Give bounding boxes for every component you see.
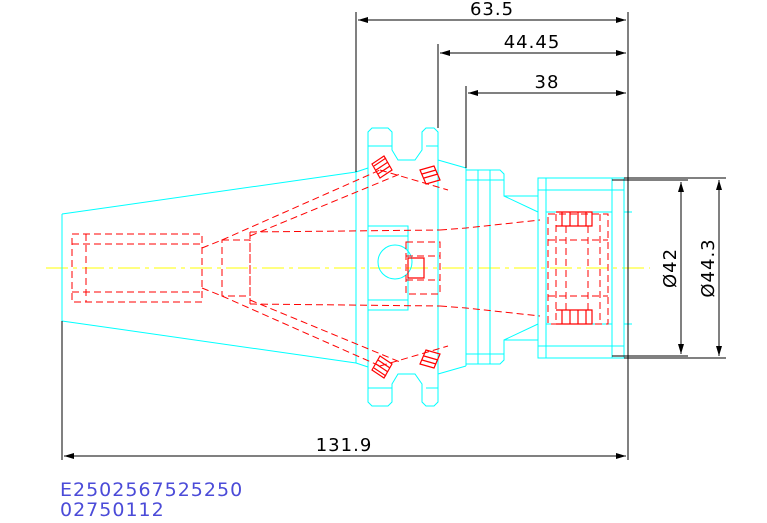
holder-outline [61,127,632,407]
thread-features [371,155,593,379]
dim-label-63-5: 63.5 [470,0,514,20]
dim-label-d42: Ø42 [660,248,681,288]
dim-label-131-9: 131.9 [316,435,373,456]
dimension-lines [61,12,726,460]
dim-label-d44-3: Ø44.3 [698,238,719,297]
dim-label-44-45: 44.45 [504,32,561,53]
drawing-number-label: 02750112 [60,499,165,521]
dim-label-38: 38 [535,72,560,93]
part-number-label: E2502567525250 [60,479,244,501]
hidden-lines [71,169,609,367]
